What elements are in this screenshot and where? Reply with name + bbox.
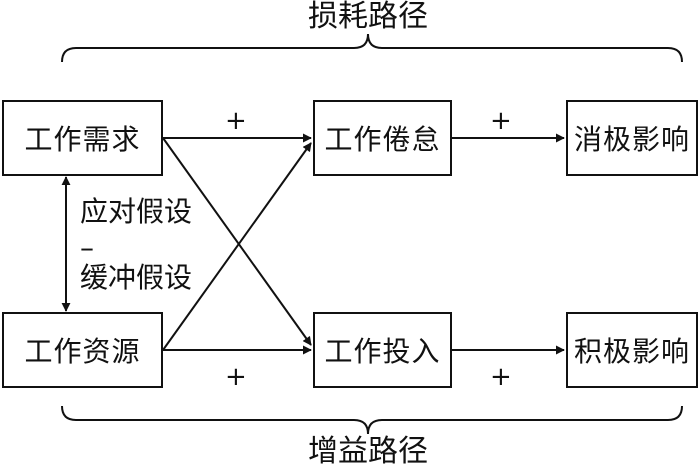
coping-hypothesis-label: 应对假设 [80, 195, 193, 228]
box-burnout: 工作倦怠 [313, 100, 452, 176]
arrow-demand-to-engagement [162, 137, 312, 346]
sign-resource-engagement: + [225, 362, 247, 392]
box-negative-outcomes: 消极影响 [566, 100, 698, 176]
box-positive-outcomes: 积极影响 [566, 312, 698, 388]
top-brace [61, 33, 683, 63]
box-job-demands: 工作需求 [2, 100, 163, 176]
buffer-hypothesis-label: 缓冲假设 [80, 261, 193, 294]
bottom-brace [61, 405, 683, 435]
sign-burnout-negative: + [490, 106, 512, 136]
sign-demand-burnout: + [225, 106, 247, 136]
sign-engagement-positive: + [490, 362, 512, 392]
hypothesis-separator: – [80, 231, 94, 264]
box-job-resources: 工作资源 [2, 312, 163, 388]
arrow-resource-to-burnout [162, 142, 312, 351]
box-engagement: 工作投入 [313, 312, 452, 388]
loss-path-title: 损耗路径 [308, 0, 428, 34]
gain-path-title: 增益路径 [308, 434, 428, 469]
